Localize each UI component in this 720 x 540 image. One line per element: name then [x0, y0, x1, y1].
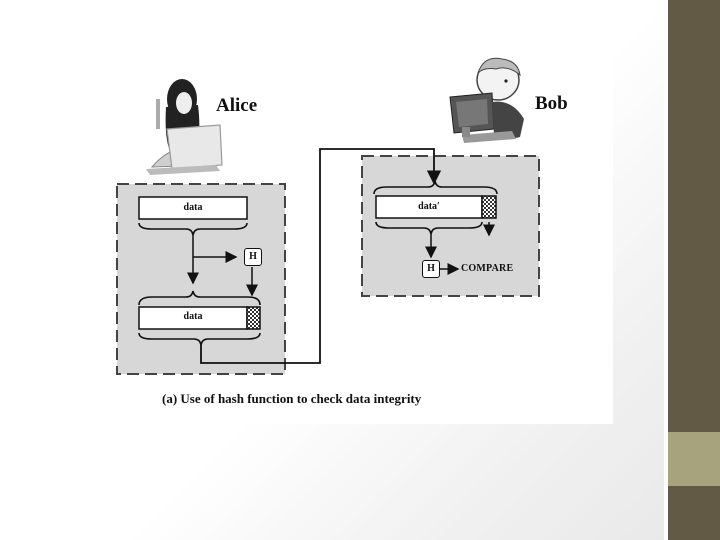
compare-label: COMPARE	[461, 263, 514, 274]
alice-data-text: data	[183, 202, 203, 213]
side-bar-middle	[668, 432, 720, 486]
diagram-drawing	[116, 57, 540, 375]
side-gap	[664, 0, 668, 540]
alice-data-field	[138, 196, 248, 220]
side-bar-bottom	[668, 486, 720, 540]
bob-hash-function-box: H	[422, 260, 440, 278]
alice-illustration	[146, 79, 223, 175]
bob-illustration	[449, 57, 524, 143]
figure-caption: (a) Use of hash function to check data i…	[162, 391, 422, 406]
bob-hash-cell	[481, 195, 497, 219]
bob-data-text: data′	[418, 201, 440, 212]
hash-integrity-figure: Alice Bob data data data′ H H COMPARE (a…	[112, 47, 613, 424]
transmission-line	[200, 148, 442, 364]
alice-hash-cell	[246, 306, 261, 330]
bob-panel	[361, 155, 540, 297]
alice-hash-function-box: H	[244, 248, 262, 266]
alice-label: Alice	[216, 95, 258, 116]
side-bar-top	[668, 0, 720, 432]
alice-data-hashed-text: data	[183, 311, 203, 322]
bob-label: Bob	[535, 93, 568, 114]
